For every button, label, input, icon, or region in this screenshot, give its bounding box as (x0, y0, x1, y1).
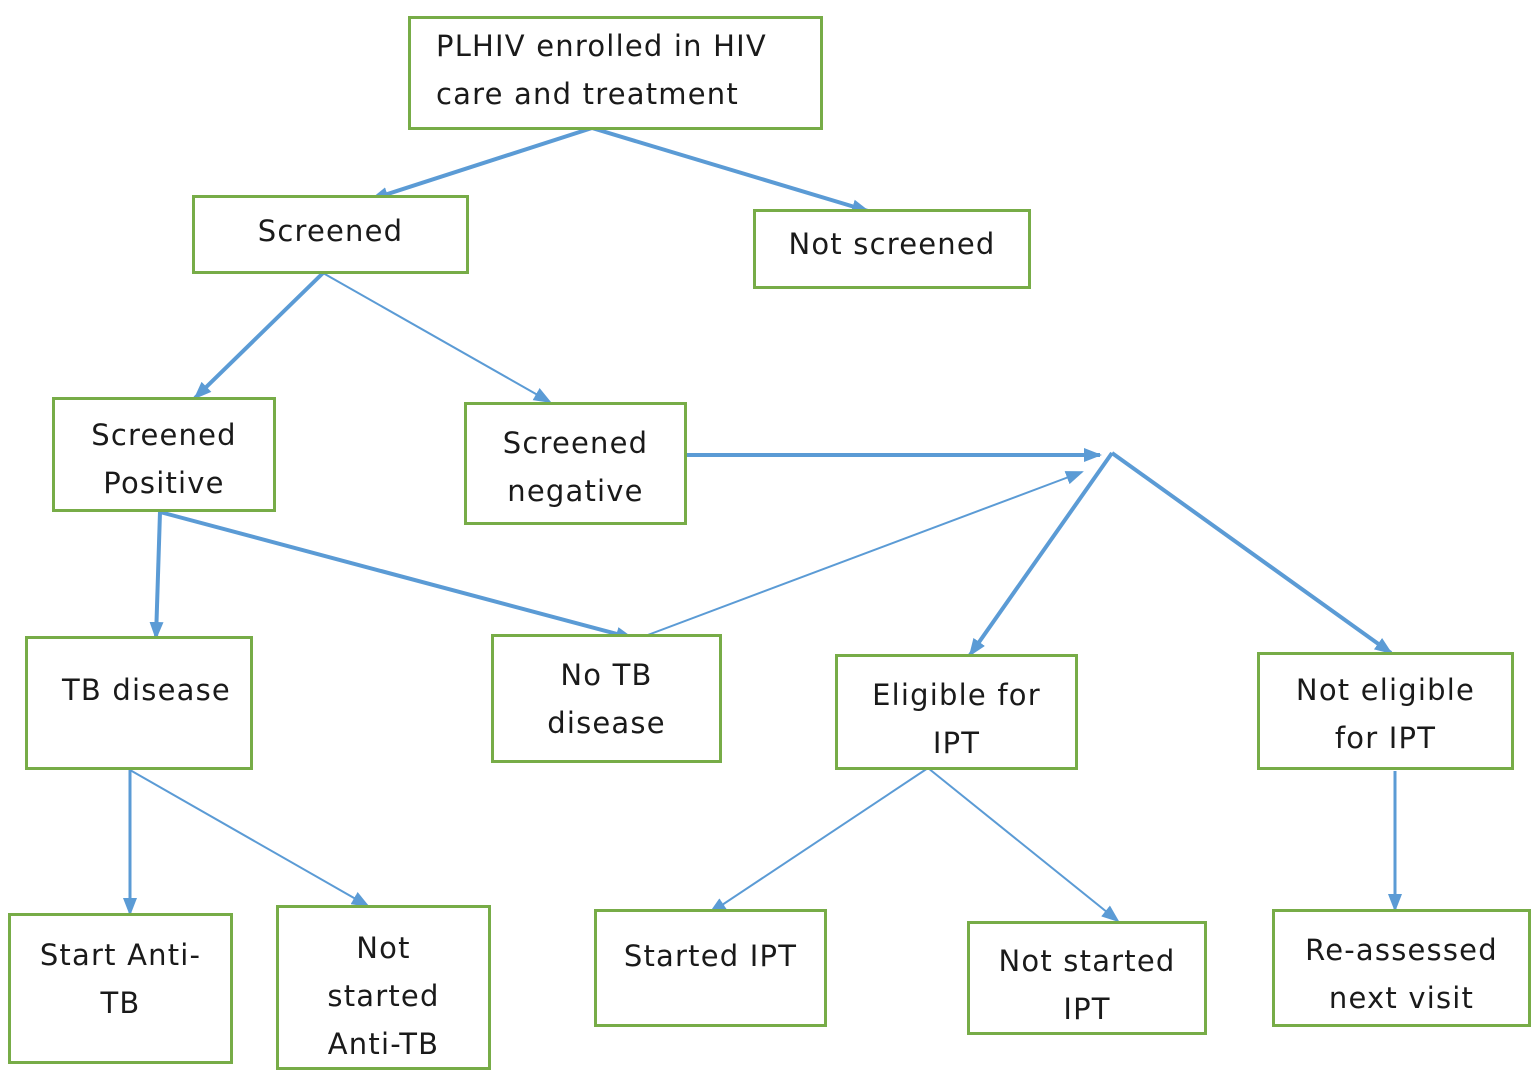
arrow-enrolled-to-not-screened (591, 126, 870, 214)
arrow-eligible-to-not-started-ipt (927, 767, 1120, 923)
arrow-junction-to-eligible (968, 451, 1114, 657)
node-start-anti-tb: Start Anti- TB (8, 913, 233, 1064)
arrow-screened-to-positive (193, 271, 325, 400)
node-screened-negative: Screened negative (464, 402, 687, 525)
arrow-eligible-to-started-ipt (708, 767, 929, 915)
node-not-started-ipt: Not started IPT (967, 921, 1207, 1035)
node-started-ipt: Started IPT (594, 909, 827, 1027)
arrow-junction-to-not-eligible (1110, 451, 1393, 655)
arrow-screened-to-negative (322, 272, 552, 403)
node-no-tb-disease: No TB disease (491, 634, 722, 763)
node-tb-disease: TB disease (25, 636, 253, 770)
arrow-tb-to-not-started-anti-tb (129, 769, 370, 907)
node-not-eligible-ipt: Not eligible for IPT (1257, 652, 1514, 770)
arrow-positive-to-tb-disease (149, 511, 164, 640)
arrow-no-tb-to-junction (644, 471, 1084, 637)
arrow-positive-to-no-tb-disease (159, 510, 634, 641)
node-screened-positive: Screened Positive (52, 397, 276, 512)
node-enrolled: PLHIV enrolled in HIV care and treatment (408, 16, 823, 130)
node-eligible-ipt: Eligible for IPT (835, 654, 1078, 770)
node-not-screened: Not screened (753, 209, 1031, 289)
node-not-started-anti-tb: Not started Anti-TB (276, 905, 491, 1070)
node-reassessed: Re-assessed next visit (1272, 909, 1531, 1027)
node-screened: Screened (192, 195, 469, 274)
arrow-enrolled-to-screened (370, 126, 593, 201)
